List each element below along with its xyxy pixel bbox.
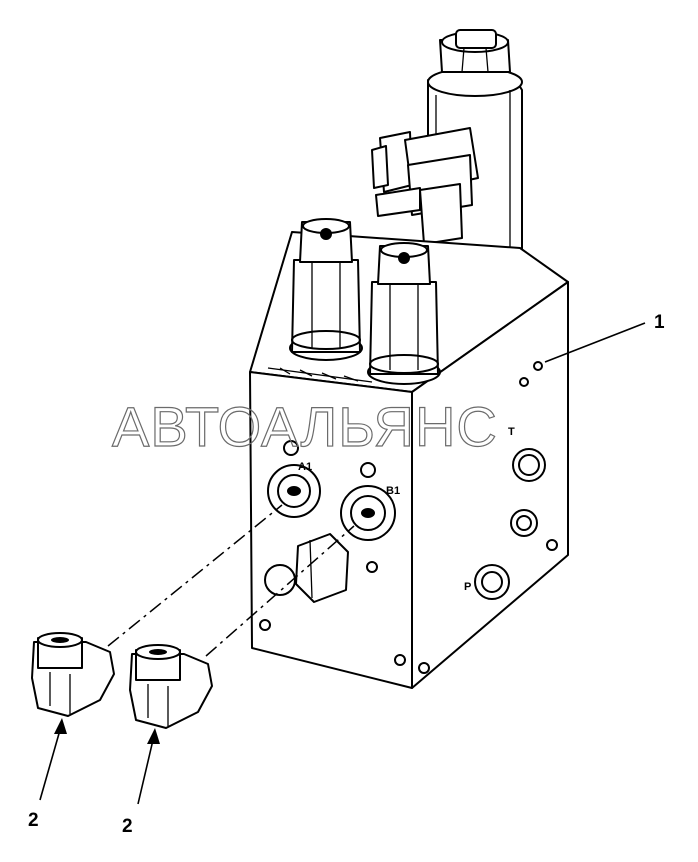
port-label-p: P	[464, 581, 471, 593]
cartridge-valve-right	[367, 242, 441, 385]
leader-line-1	[544, 322, 646, 363]
leader-line-2-right	[137, 739, 154, 805]
leader-line-2-left	[39, 729, 61, 801]
port-label-b1: B1	[386, 485, 400, 497]
arrow-head-2-right	[147, 728, 160, 744]
callout-2-left: 2	[28, 810, 39, 831]
centerline-a1	[107, 504, 283, 647]
port-label-a1: A1	[298, 461, 312, 473]
solenoid-connector	[371, 127, 479, 245]
elbow-fitting-right	[129, 644, 213, 729]
arrow-head-2-left	[54, 718, 67, 734]
cartridge-valve-left	[289, 218, 363, 361]
watermark: АВТОАЛЬЯНС	[112, 395, 498, 458]
callout-1: 1	[654, 312, 665, 333]
centerline-b1	[205, 525, 355, 657]
callout-2-right: 2	[122, 816, 133, 837]
elbow-fitting-left	[31, 632, 115, 717]
port-label-t: T	[508, 426, 515, 438]
